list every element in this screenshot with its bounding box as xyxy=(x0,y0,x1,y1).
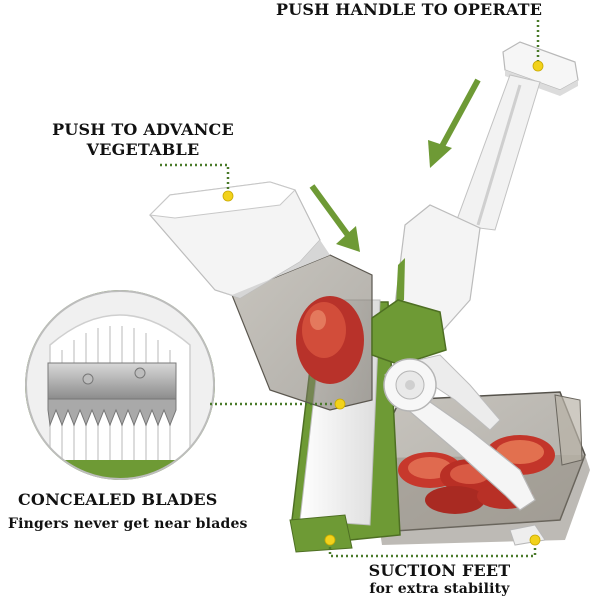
label-push-advance: PUSH TO ADVANCE VEGETABLE xyxy=(48,120,238,159)
arrow-down-right-icon xyxy=(309,184,360,252)
label-push-handle: PUSH HANDLE TO OPERATE xyxy=(276,0,543,19)
label-suction-feet: SUCTION FEET xyxy=(368,561,511,580)
slicer-body xyxy=(231,254,401,553)
label-concealed-blades: CONCEALED BLADES xyxy=(18,490,218,509)
blade-zoom-circle xyxy=(25,290,215,480)
tomato-in-chute xyxy=(296,296,364,384)
arrow-down-left-icon xyxy=(428,78,481,168)
yellow-dot-marker-icon xyxy=(222,60,544,546)
label-fingers-note: Fingers never get near blades xyxy=(8,516,248,532)
label-push-advance-line2: VEGETABLE xyxy=(86,139,200,159)
leader-lines xyxy=(160,20,540,558)
label-push-advance-line1: PUSH TO ADVANCE xyxy=(52,120,234,139)
label-extra-stability: for extra stability xyxy=(369,581,510,597)
pivot-arm xyxy=(371,299,546,546)
push-handle xyxy=(394,41,579,346)
food-pusher xyxy=(148,181,330,299)
